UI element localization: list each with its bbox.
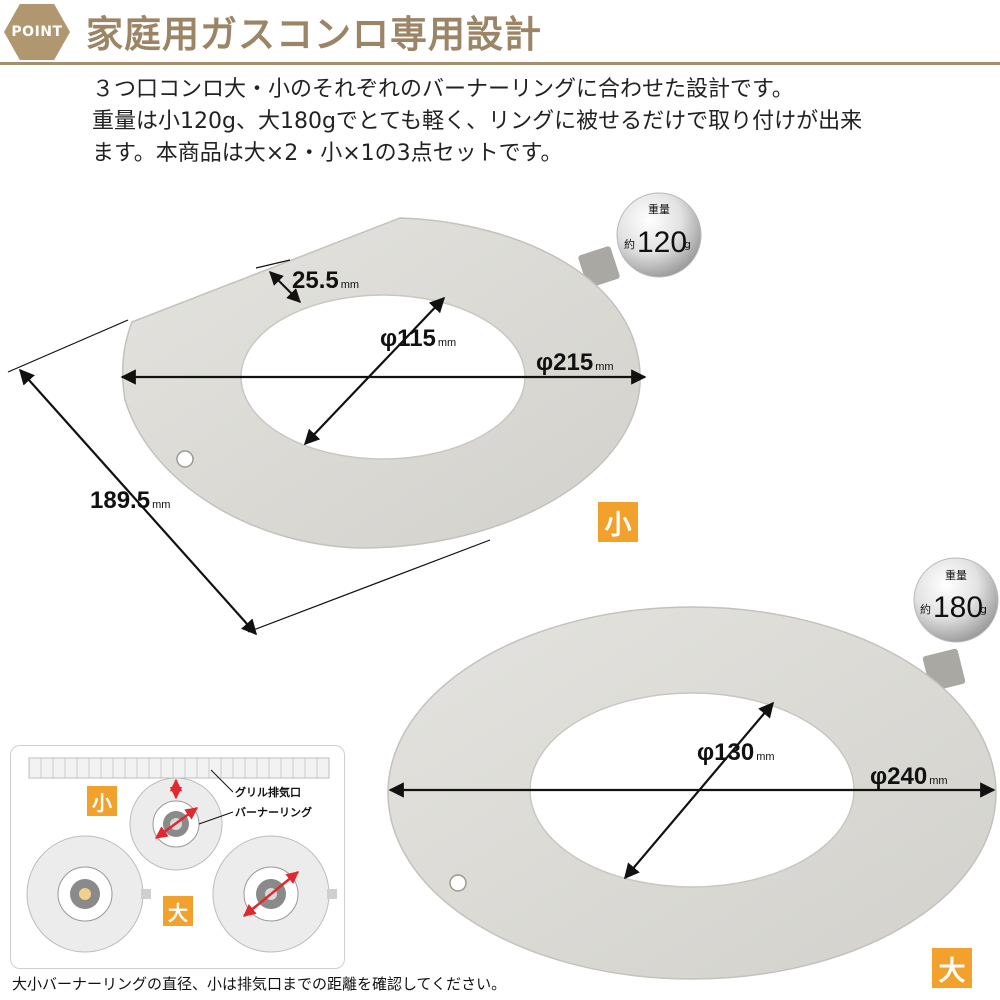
large-plate-pin-hole	[449, 874, 467, 892]
small-plate	[121, 217, 641, 549]
inset-caption: 大小バーナーリングの直径、小は排気口までの距離を確認してください。	[12, 975, 507, 993]
large-weight-label: 重量	[945, 568, 967, 582]
inset-small-diameter-arrow	[154, 806, 199, 840]
ring-label: バーナーリング	[235, 805, 312, 819]
grill-vent	[28, 757, 330, 779]
small-plate-pin-hole	[176, 450, 194, 468]
inset-small-tag: 小	[87, 786, 117, 816]
inset-large-tag: 大	[163, 896, 193, 926]
small-weight-value: 120	[637, 226, 687, 259]
intro-text: ３つ口コンロ大・小のそれぞれのバーナーリングに合わせた設計です。 重量は小120…	[92, 74, 992, 170]
small-depth-extension-top	[7, 319, 129, 373]
small-inner-dim-line	[303, 296, 446, 446]
small-plate-tab	[578, 246, 620, 288]
header-divider	[0, 62, 1000, 65]
intro-line: ます。本商品は大×2・小×1の3点セットです。	[92, 141, 563, 166]
small-notch-dim-line	[269, 271, 301, 303]
small-weight-label: 重量	[648, 202, 670, 216]
large-weight-unit: g	[980, 603, 987, 616]
large-weight-value: 180	[933, 591, 983, 624]
large-size-tag: 大	[932, 948, 972, 988]
grill-label: グリル排気口	[235, 785, 301, 799]
grill-leader-line	[210, 769, 234, 793]
large-weight-badge: 重量 約 180 g	[913, 557, 999, 643]
inset-large-burner-left	[26, 835, 151, 953]
large-plate	[387, 606, 997, 980]
large-weight-prefix: 約	[920, 602, 931, 616]
point-badge: POINT	[4, 4, 70, 60]
inset-diagram: グリル排気口 バーナーリング	[26, 757, 337, 953]
intro-line: ３つ口コンロ大・小のそれぞれのバーナーリングに合わせた設計です。	[92, 77, 794, 102]
small-depth-dim-line	[18, 368, 258, 636]
large-inner-dim-line	[624, 701, 774, 880]
small-notch-extension	[255, 259, 291, 269]
small-depth-extension-bottom	[247, 539, 491, 633]
small-weight-badge: 重量 約 120 g	[616, 192, 702, 278]
ring-leader-line	[198, 811, 234, 825]
header: POINT 家庭用ガスコンロ専用設計	[0, 0, 1000, 66]
small-weight-prefix: 約	[624, 237, 635, 251]
inset-large-diameter-arrow	[243, 871, 299, 917]
small-weight-unit: g	[684, 238, 691, 251]
inset-large-burner-right	[212, 835, 337, 953]
intro-line: 重量は小120g、大180gでとても軽く、リングに被せるだけで取り付けが出来	[92, 109, 863, 134]
installation-inset: グリル排気口 バーナーリング 小 大	[10, 745, 345, 969]
page-title: 家庭用ガスコンロ専用設計	[86, 13, 542, 56]
inset-small-burner	[129, 777, 223, 871]
small-size-tag: 小	[598, 502, 638, 542]
